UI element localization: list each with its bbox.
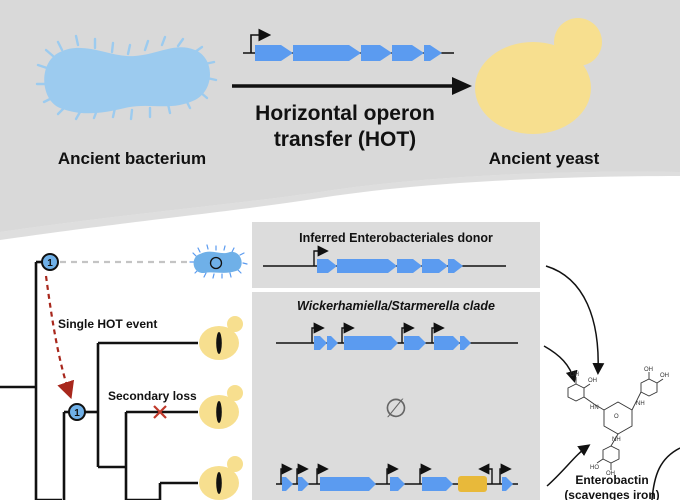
phylogeny-tree bbox=[0, 260, 198, 500]
loss-symbol: ∅ bbox=[385, 394, 408, 424]
svg-text:O: O bbox=[614, 414, 619, 420]
svg-text:1: 1 bbox=[47, 258, 53, 269]
product-name: Enterobactin bbox=[575, 473, 648, 487]
donor-title: Inferred Enterobacteriales donor bbox=[299, 231, 493, 245]
transfer-label-line1: Horizontal operon bbox=[255, 102, 435, 125]
svg-text:OH: OH bbox=[606, 471, 615, 477]
arrow-clade2-to-product bbox=[546, 444, 591, 487]
svg-text:OH: OH bbox=[644, 367, 653, 373]
enterobactin-atoms: OH OH OH OH HN NH NH O HO OH bbox=[570, 367, 669, 477]
svg-text:OH: OH bbox=[588, 378, 597, 384]
node-1-lower: 1 bbox=[68, 403, 86, 421]
transfer-label-line2: transfer (HOT) bbox=[274, 128, 416, 151]
svg-text:OH: OH bbox=[660, 373, 669, 379]
yeast-tip-1 bbox=[199, 316, 243, 360]
svg-text:1: 1 bbox=[74, 408, 80, 419]
clade-operon-1 bbox=[276, 322, 518, 350]
arrow-clade1-to-product bbox=[543, 345, 578, 383]
hot-event-arrow bbox=[44, 275, 75, 400]
node-1-top: 1 bbox=[41, 253, 59, 271]
donor-operon bbox=[263, 245, 506, 273]
arrow-donor-to-product bbox=[545, 265, 605, 375]
top-operon bbox=[243, 28, 454, 61]
svg-text:NH: NH bbox=[636, 401, 645, 407]
single-hot-label: Single HOT event bbox=[58, 317, 157, 331]
yeast-tip-2 bbox=[199, 385, 243, 429]
svg-text:HN: HN bbox=[590, 405, 599, 411]
bacterium-icon bbox=[35, 34, 218, 121]
svg-text:NH: NH bbox=[612, 437, 621, 443]
product-subtitle: (scavenges iron) bbox=[564, 488, 659, 500]
clade-operon-2 bbox=[276, 463, 518, 492]
loss-x-icon bbox=[153, 405, 167, 419]
svg-text:HO: HO bbox=[590, 465, 599, 471]
yeast-icon bbox=[475, 18, 602, 134]
yeast-tip-3 bbox=[199, 456, 243, 500]
svg-text:OH: OH bbox=[570, 372, 579, 378]
clade-title: Wickerhamiella/Starmerella clade bbox=[297, 299, 495, 313]
secondary-loss-label: Secondary loss bbox=[108, 389, 197, 403]
yeast-label: Ancient yeast bbox=[489, 149, 600, 168]
bacterium-label: Ancient bacterium bbox=[58, 149, 206, 168]
arrow-right-edge bbox=[651, 447, 680, 500]
donor-bacterium-icon bbox=[189, 244, 248, 279]
enterobactin-structure bbox=[567, 372, 664, 470]
transfer-arrowhead bbox=[452, 77, 472, 95]
donor-panel bbox=[252, 222, 540, 288]
